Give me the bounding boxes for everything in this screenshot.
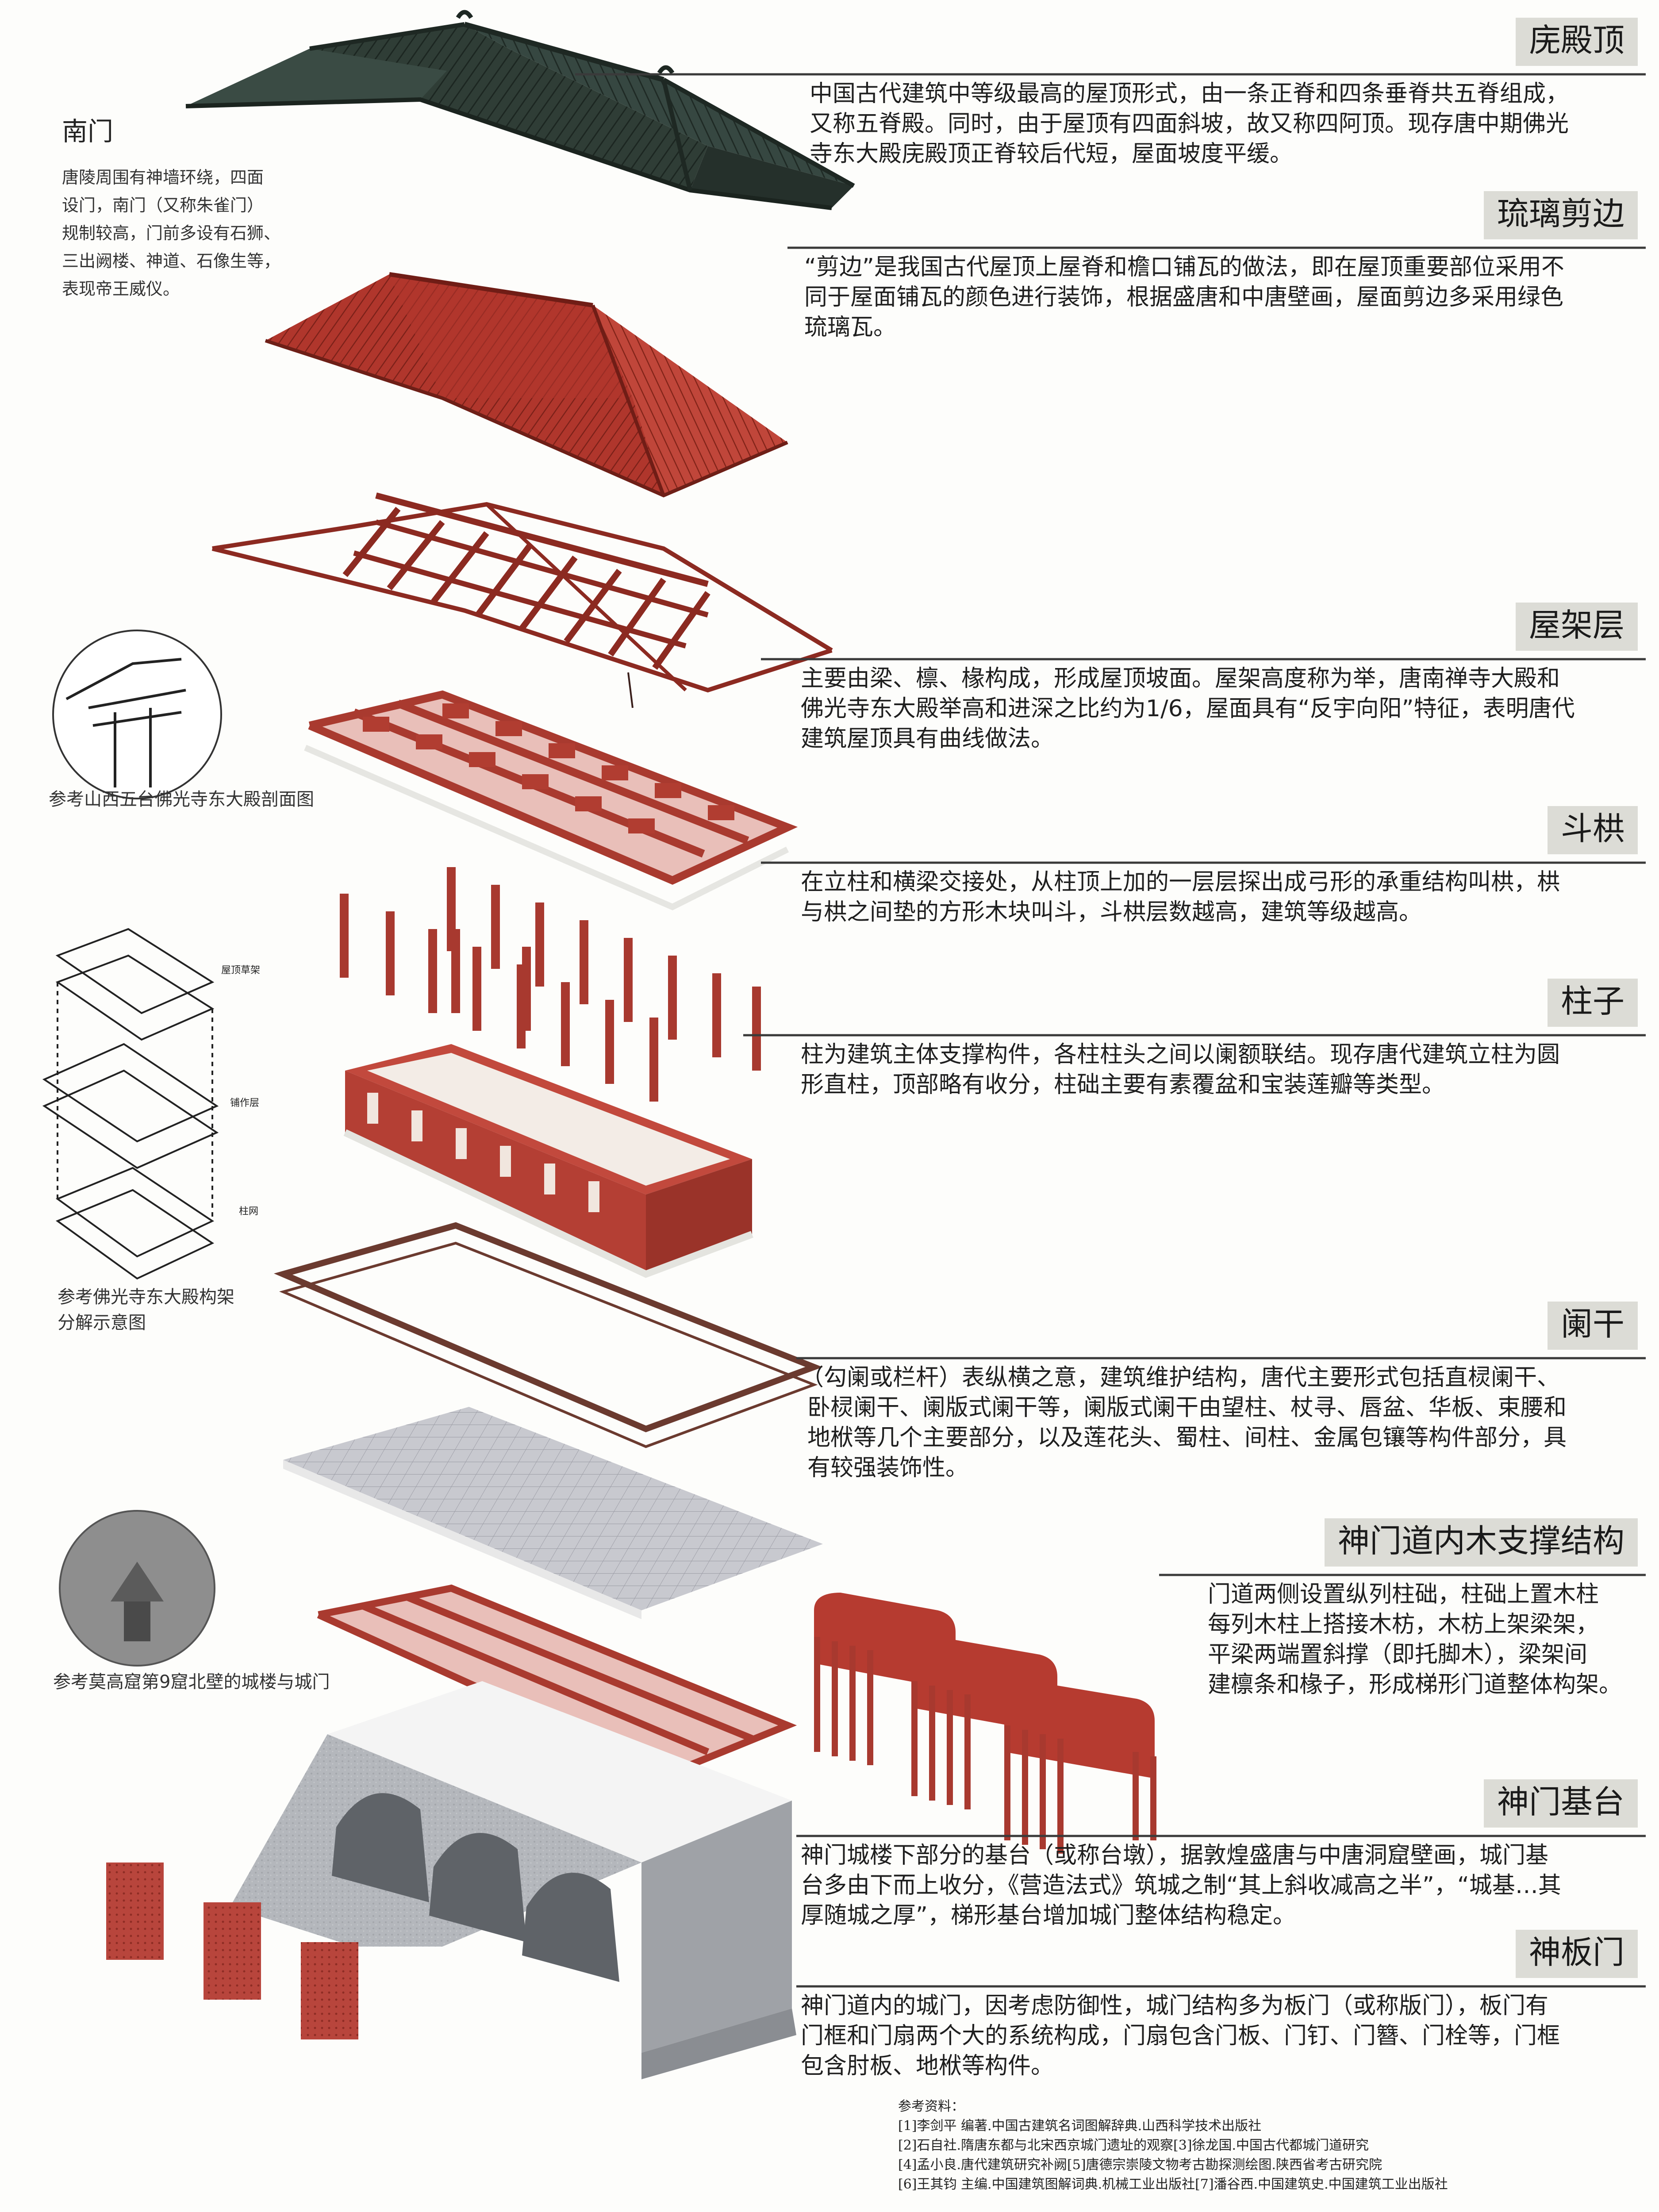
caption-foguang-explode-1: 参考佛光寺东大殿构架: [58, 1287, 234, 1307]
south-gate-title: 南门: [62, 116, 114, 146]
columns-illustration: [340, 867, 761, 1102]
references-title: 参考资料：: [898, 2099, 964, 2114]
reference-line: [6]王其钧 主编.中国建筑图解词典.机械工业出版社[7]潘谷西.中国建筑史.中…: [898, 2177, 1448, 2192]
caption-foguang-explode-2: 分解示意图: [58, 1313, 146, 1333]
title-roof-frame: 屋架层: [1515, 603, 1638, 651]
plank-doors-illustration: [106, 1863, 358, 2039]
reference-line: [1]李剑平 编著.中国古建筑名词图解辞典.山西科学技术出版社: [898, 2118, 1262, 2134]
references: 参考资料： [1]李剑平 编著.中国古建筑名词图解辞典.山西科学技术出版社 [2…: [898, 2097, 1448, 2194]
title-gate-base: 神门基台: [1483, 1779, 1638, 1828]
title-dougong: 斗栱: [1547, 806, 1638, 855]
title-columns: 柱子: [1547, 979, 1638, 1027]
explode-label-bracket: 铺作层: [230, 1098, 260, 1109]
reference-line: [4]孟小良.唐代建筑研究补阙[5]唐德宗崇陵文物考古勘探测绘图.陕西省考古研究…: [898, 2157, 1382, 2173]
gate-base-illustration: [230, 1681, 796, 2079]
passage-frames-illustration: [814, 1593, 1156, 1854]
balustrade-illustration: [274, 1222, 823, 1448]
gate-dougong-illustration: [317, 1584, 797, 1778]
dougong-layer-illustration: [304, 690, 798, 910]
roof-frame-illustration: [211, 492, 833, 708]
title-passage-frame: 神门道内木支撑结构: [1324, 1518, 1638, 1567]
walls-illustration: [343, 1044, 753, 1278]
hip-roof-illustration: [185, 10, 855, 210]
jianbian-roof-illustration: [265, 272, 788, 498]
foguang-section-illustration: [52, 630, 222, 799]
title-balustrade: 阑干: [1547, 1302, 1638, 1350]
platform-illustration: [283, 1407, 823, 1619]
mogao-mural-illustration: [59, 1510, 215, 1667]
title-plank-door: 神板门: [1515, 1930, 1638, 1978]
caption-foguang-section: 参考山西五台佛光寺东大殿剖面图: [49, 789, 314, 810]
explode-label-roof-frame: 屋顶草架: [221, 965, 261, 976]
caption-mogao: 参考莫高窟第9窟北壁的城楼与城门: [53, 1672, 330, 1692]
title-jianbian: 琉璃剪边: [1483, 191, 1638, 240]
reference-line: [2]石自社.隋唐东都与北宋西京城门遗址的观察[3]徐龙国.中国古代都城门道研究: [898, 2138, 1369, 2153]
title-hip-roof: 庑殿顶: [1515, 18, 1638, 66]
foguang-explode-illustration: [42, 928, 219, 1280]
explode-label-columns: 柱网: [239, 1206, 259, 1217]
